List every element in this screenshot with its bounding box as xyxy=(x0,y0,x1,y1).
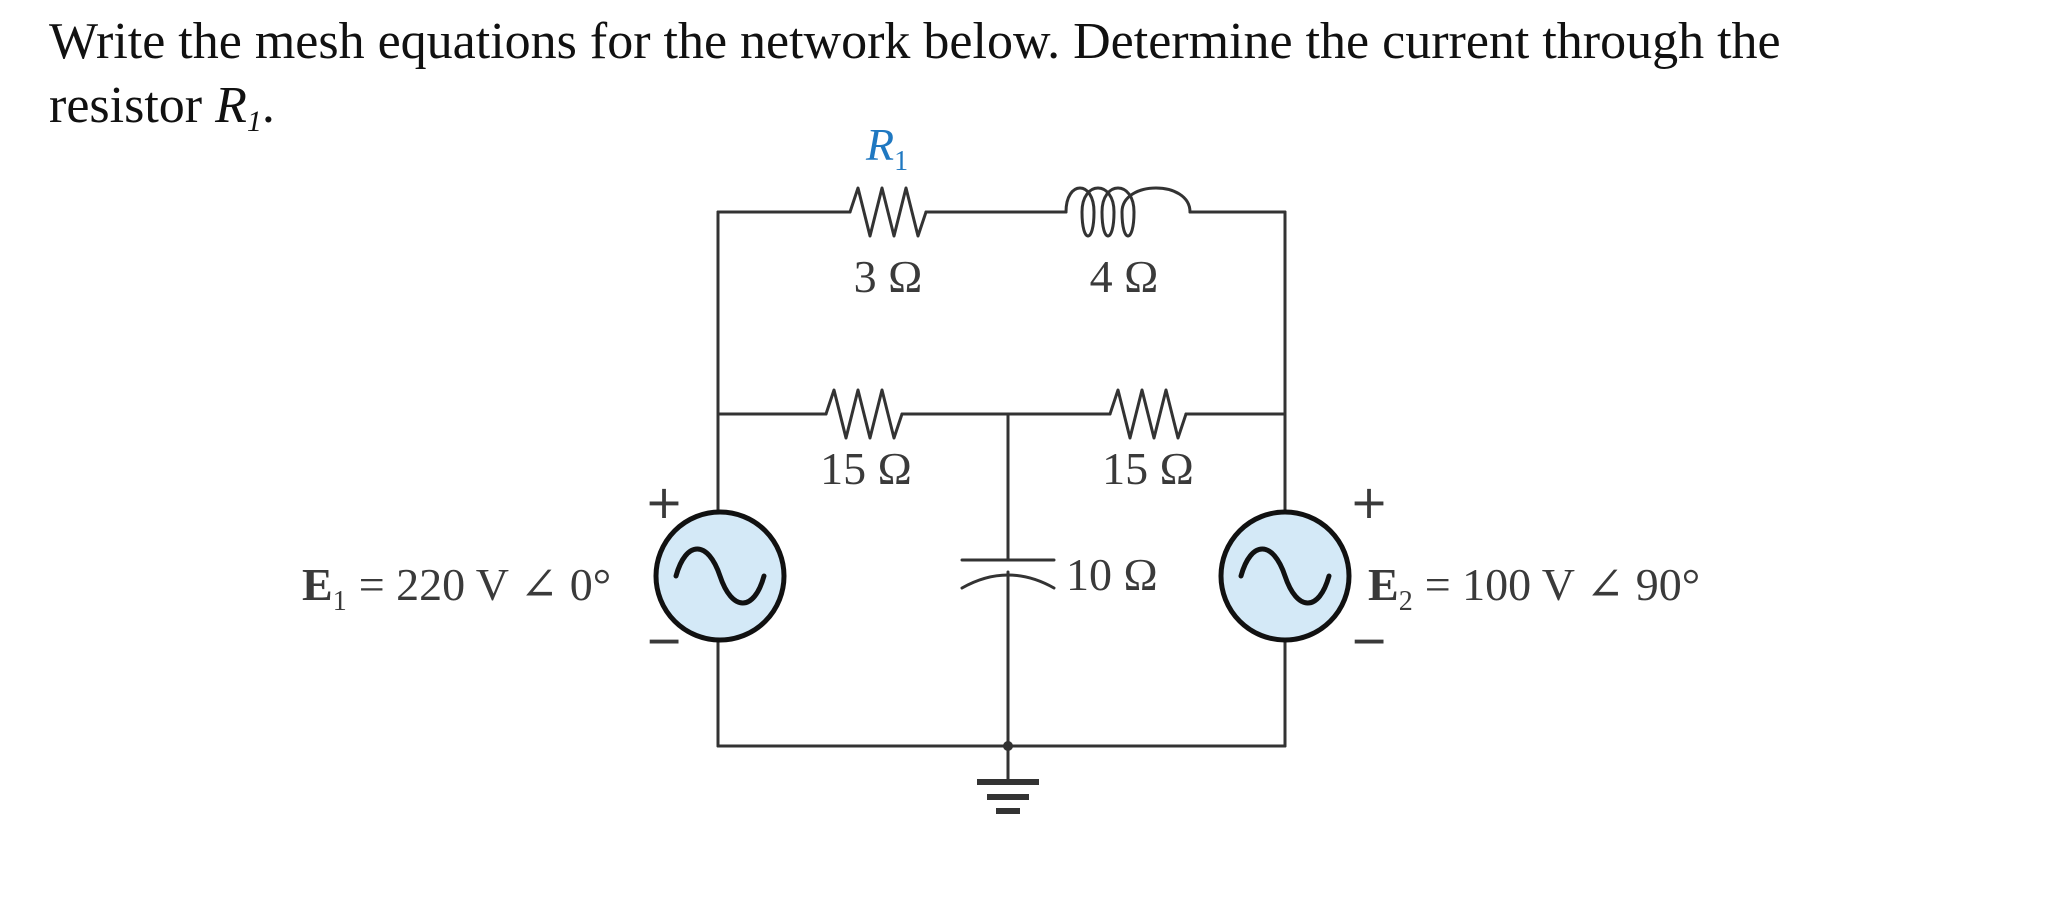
inductor-value: 4 Ω xyxy=(1090,251,1159,302)
e1-label-value: = 220 V ∠ 0° xyxy=(359,559,611,610)
r1-value: 3 Ω xyxy=(854,251,923,302)
source-e2 xyxy=(1218,509,1352,643)
e1-label: E1= 220 V ∠ 0° xyxy=(302,559,611,617)
ground-symbol xyxy=(977,779,1039,814)
problem-resistor-symbol: R xyxy=(215,77,247,134)
problem-line-1: Write the mesh equations for the network… xyxy=(49,13,1781,70)
sine-icon xyxy=(1238,546,1332,606)
e2-label-value: = 100 V ∠ 90° xyxy=(1425,559,1700,610)
resistor-r1 xyxy=(848,186,928,238)
capacitor-value: 10 Ω xyxy=(1066,549,1158,600)
problem-resistor-subscript: 1 xyxy=(246,105,262,138)
e2-plus-sign: + xyxy=(1350,475,1389,529)
resistor-mid-right xyxy=(1108,388,1188,440)
mid-left-resistor-value: 15 Ω xyxy=(820,443,912,494)
ground-junction-dot xyxy=(1003,741,1013,751)
e2-minus-sign: − xyxy=(1350,613,1389,667)
e2-label: E2= 100 V ∠ 90° xyxy=(1368,559,1700,617)
e1-label-subscript: 1 xyxy=(333,586,347,617)
r1-label: R1 xyxy=(865,119,908,177)
inductor-4ohm xyxy=(1064,186,1192,238)
r1-label-subscript: 1 xyxy=(894,146,908,177)
problem-line-2-prefix: resistor xyxy=(49,77,216,134)
resistor-mid-left xyxy=(824,388,904,440)
e1-plus-sign: + xyxy=(645,475,684,529)
mid-right-resistor-value: 15 Ω xyxy=(1102,443,1194,494)
source-e1 xyxy=(653,509,787,643)
e1-minus-sign: − xyxy=(645,613,684,667)
problem-statement: Write the mesh equations for the network… xyxy=(49,10,2009,138)
problem-line-2-suffix: . xyxy=(261,77,275,134)
e2-label-subscript: 2 xyxy=(1399,586,1413,617)
sine-icon xyxy=(673,546,767,606)
